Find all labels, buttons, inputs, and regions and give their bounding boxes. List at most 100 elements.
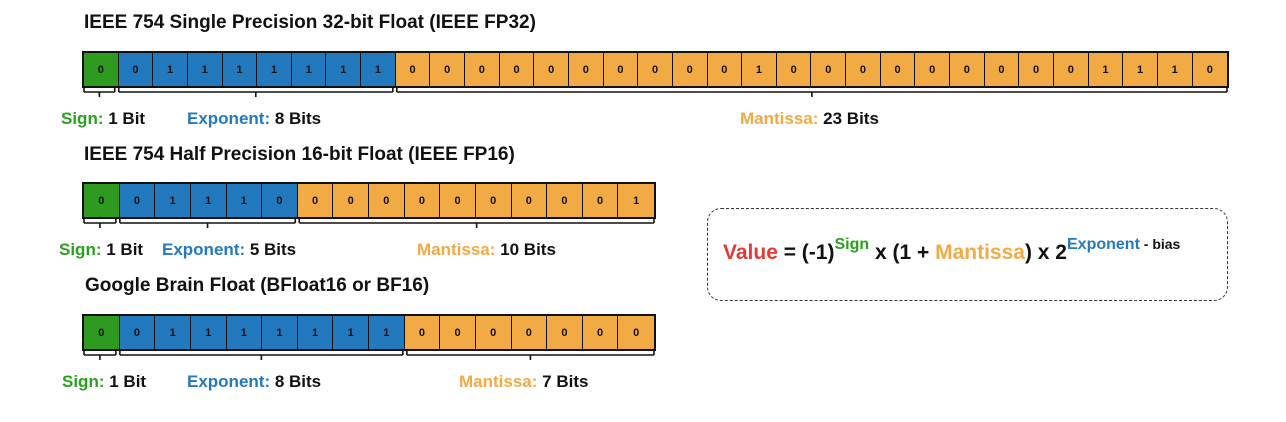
- formula-mantissa-term: Mantissa: [935, 241, 1025, 264]
- mantissa-bit: 0: [404, 184, 441, 217]
- mantissa-bit: 1: [1123, 53, 1158, 86]
- sign-bit: 0: [84, 53, 119, 86]
- sign-bit-count: 1 Bit: [106, 240, 144, 259]
- mantissa-bit: 0: [499, 53, 535, 86]
- mantissa-bit: 0: [582, 316, 619, 349]
- mantissa-bit: 0: [846, 53, 881, 86]
- mantissa-bit: 0: [707, 53, 743, 86]
- exponent-bit: 1: [297, 316, 334, 349]
- mantissa-bit-count: 23 Bits: [823, 109, 879, 128]
- exponent-bit: 1: [369, 316, 405, 349]
- fp32-mantissa-label: Mantissa: 23 Bits: [740, 109, 879, 129]
- formula-mid-part: x (1 +: [869, 241, 936, 264]
- mantissa-bit: 1: [1088, 53, 1124, 86]
- mantissa-bit: 1: [742, 53, 777, 86]
- exponent-bit: 1: [333, 316, 369, 349]
- sign-bit-count: 1 Bit: [109, 372, 147, 391]
- formula-exponent-term: Exponent: [1067, 236, 1140, 253]
- mantissa-bit: 0: [547, 316, 583, 349]
- bf16-mantissa-label: Mantissa: 7 Bits: [459, 372, 588, 392]
- sign-bit-count: 1 Bit: [108, 109, 146, 128]
- sign-bit: 0: [84, 184, 120, 217]
- formula-box: [707, 208, 1228, 301]
- exponent-bit: 1: [226, 184, 263, 217]
- formula-equals-part: = (-1): [777, 241, 835, 264]
- exponent-bit: 1: [187, 53, 223, 86]
- fp32-exponent-label: Exponent: 8 Bits: [187, 109, 321, 129]
- mantissa-bit: 0: [1019, 53, 1054, 86]
- exponent-field-name: Exponent:: [187, 372, 271, 391]
- value-formula: Value = (-1)Sign x (1 + Mantissa) x 2Exp…: [723, 236, 1180, 265]
- fp16-mantissa-label: Mantissa: 10 Bits: [417, 240, 556, 260]
- exponent-bit: 1: [155, 316, 191, 349]
- mantissa-bit: 0: [511, 316, 548, 349]
- mantissa-bit: 0: [369, 184, 405, 217]
- mantissa-bit: 0: [638, 53, 673, 86]
- mantissa-bit: 0: [404, 316, 441, 349]
- mantissa-bit: 0: [950, 53, 985, 86]
- sign-field-name: Sign:: [61, 109, 104, 128]
- fp32-sign-label: Sign: 1 Bit: [61, 109, 145, 129]
- bf16-title: Google Brain Float (BFloat16 or BF16): [85, 275, 430, 296]
- mantissa-bit: 0: [475, 184, 512, 217]
- fp16-sign-label: Sign: 1 Bit: [59, 240, 143, 260]
- exponent-bit: 1: [153, 53, 188, 86]
- mantissa-bit: 0: [440, 184, 476, 217]
- mantissa-bit: 0: [915, 53, 951, 86]
- mantissa-bit: 0: [1053, 53, 1089, 86]
- exponent-bit: 1: [190, 316, 227, 349]
- mantissa-bit: 0: [672, 53, 708, 86]
- mantissa-field-name: Mantissa:: [740, 109, 819, 128]
- mantissa-field-name: Mantissa:: [459, 372, 538, 391]
- mantissa-bit: 0: [1192, 53, 1228, 86]
- mantissa-bit: 0: [297, 184, 334, 217]
- exponent-bit: 1: [226, 316, 263, 349]
- exponent-bit-count: 5 Bits: [249, 240, 297, 259]
- formula-value-term: Value: [723, 241, 778, 264]
- exponent-bit: 1: [291, 53, 327, 86]
- mantissa-bit: 0: [547, 184, 583, 217]
- sign-bit: 0: [84, 316, 120, 349]
- formula-sign-exponent: Sign: [834, 236, 870, 253]
- fp32-title: IEEE 754 Single Precision 32-bit Float (…: [84, 12, 536, 33]
- mantissa-bit: 0: [880, 53, 916, 86]
- fp16-exponent-label: Exponent: 5 Bits: [162, 240, 296, 260]
- exponent-bit-count: 8 Bits: [274, 372, 322, 391]
- exponent-bit: 0: [119, 316, 156, 349]
- mantissa-bit: 0: [984, 53, 1020, 86]
- mantissa-bit: 0: [511, 184, 548, 217]
- bf16-sign-label: Sign: 1 Bit: [62, 372, 146, 392]
- mantissa-bit: 0: [618, 316, 654, 349]
- exponent-bit-count: 8 Bits: [274, 109, 322, 128]
- mantissa-bit: 0: [440, 316, 476, 349]
- mantissa-bit: 0: [534, 53, 569, 86]
- mantissa-bit: 0: [475, 316, 512, 349]
- mantissa-bit: 0: [333, 184, 369, 217]
- exponent-bit: 1: [222, 53, 258, 86]
- mantissa-bit: 0: [582, 184, 619, 217]
- exponent-bit: 1: [262, 316, 298, 349]
- mantissa-bit: 0: [811, 53, 847, 86]
- sign-field-name: Sign:: [59, 240, 102, 259]
- exponent-bit: 1: [326, 53, 362, 86]
- mantissa-field-name: Mantissa:: [417, 240, 496, 259]
- mantissa-bit: 1: [1157, 53, 1193, 86]
- mantissa-bit-count: 10 Bits: [500, 240, 556, 259]
- fp16-title: IEEE 754 Half Precision 16-bit Float (IE…: [84, 144, 515, 165]
- exponent-bit: 1: [361, 53, 396, 86]
- mantissa-bit: 0: [430, 53, 466, 86]
- mantissa-bit: 0: [568, 53, 604, 86]
- exponent-bit: 1: [257, 53, 292, 86]
- exponent-bit: 0: [118, 53, 154, 86]
- exponent-field-name: Exponent:: [187, 109, 271, 128]
- mantissa-bit: 1: [618, 184, 654, 217]
- exponent-bit: 0: [119, 184, 156, 217]
- exponent-field-name: Exponent:: [162, 240, 246, 259]
- mantissa-bit: 0: [603, 53, 639, 86]
- formula-bias-term: - bias: [1139, 236, 1181, 252]
- exponent-bit: 0: [262, 184, 298, 217]
- formula-close-part: ) x 2: [1024, 241, 1067, 264]
